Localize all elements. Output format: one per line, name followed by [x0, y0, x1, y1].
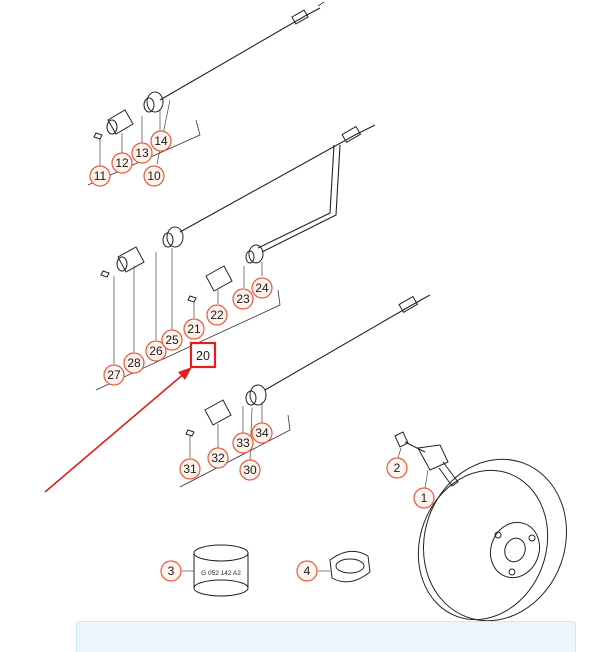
svg-text:30: 30 [243, 463, 257, 477]
callout-33: 33 [232, 432, 254, 454]
highlight-box-20[interactable]: 20 [189, 341, 217, 369]
callout-24: 24 [251, 277, 273, 299]
callout-10: 10 [143, 165, 165, 187]
callout-25: 25 [161, 329, 183, 351]
svg-text:14: 14 [154, 134, 168, 148]
sleeve-part: G 052 142 A2 [182, 544, 249, 597]
callout-21: 21 [183, 318, 205, 340]
info-panel [76, 621, 576, 652]
callout-1: 1 [413, 487, 435, 509]
svg-text:32: 32 [211, 451, 225, 465]
callout-23: 23 [232, 288, 254, 310]
callout-31: 31 [179, 458, 201, 480]
callout-11: 11 [89, 165, 111, 187]
svg-text:13: 13 [135, 146, 149, 160]
svg-text:12: 12 [115, 156, 129, 170]
svg-text:2: 2 [394, 461, 401, 475]
callout-34: 34 [251, 422, 273, 444]
cable-assembly-middle [95, 124, 376, 391]
svg-text:31: 31 [183, 462, 197, 476]
callout-28: 28 [123, 352, 145, 374]
callout-14: 14 [150, 130, 172, 152]
svg-text:26: 26 [149, 344, 163, 358]
callout-30: 30 [239, 459, 261, 481]
callout-22: 22 [206, 304, 228, 326]
svg-text:24: 24 [255, 281, 269, 295]
callout-3: 3 [160, 560, 182, 582]
svg-text:3: 3 [168, 564, 175, 578]
svg-text:28: 28 [127, 356, 141, 370]
callout-26: 26 [145, 340, 167, 362]
callout-32: 32 [207, 447, 229, 469]
callout-2: 2 [386, 457, 408, 479]
svg-text:22: 22 [210, 308, 224, 322]
grommet-part [318, 550, 371, 583]
svg-text:27: 27 [107, 368, 121, 382]
svg-text:4: 4 [304, 564, 311, 578]
svg-text:33: 33 [236, 436, 250, 450]
callout-13: 13 [131, 142, 153, 164]
pointer-arrow [44, 367, 192, 493]
cable-assembly-top [87, 1, 325, 186]
svg-text:1: 1 [421, 491, 428, 505]
svg-text:10: 10 [147, 169, 161, 183]
highlight-label: 20 [196, 349, 210, 363]
sleeve-marking: G 052 142 A2 [201, 570, 241, 577]
callout-12: 12 [111, 152, 133, 174]
callout-27: 27 [103, 364, 125, 386]
svg-text:21: 21 [187, 322, 201, 336]
svg-text:23: 23 [236, 292, 250, 306]
svg-text:34: 34 [255, 426, 269, 440]
brake-disc [394, 431, 568, 622]
svg-text:25: 25 [165, 333, 179, 347]
callout-4: 4 [296, 560, 318, 582]
svg-text:11: 11 [94, 169, 107, 183]
